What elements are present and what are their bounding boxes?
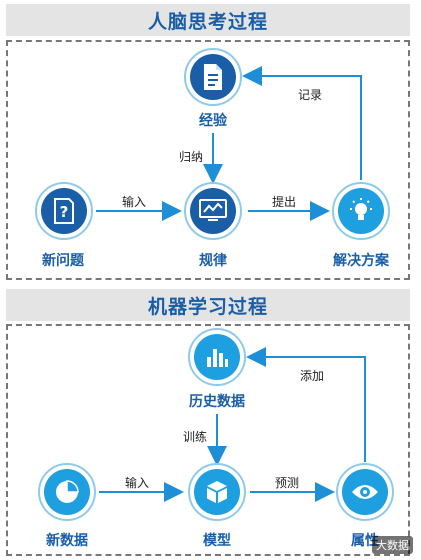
attribute-node — [336, 463, 394, 521]
arrow-attribute-to-history — [246, 347, 366, 462]
monitor-chart-icon — [199, 199, 227, 221]
svg-text:?: ? — [60, 203, 69, 221]
edge-label-input: 输入 — [122, 195, 147, 209]
edge-label-add: 添加 — [300, 369, 325, 383]
history-node — [188, 328, 246, 386]
question-document-icon: ? — [54, 198, 74, 224]
rule-node — [184, 182, 242, 240]
edge-label-propose: 提出 — [272, 195, 297, 209]
solution-label: 解决方案 — [333, 253, 389, 269]
pie-chart-icon — [56, 480, 79, 503]
bar-chart-icon — [207, 349, 228, 367]
eye-icon — [352, 485, 378, 499]
model-label: 模型 — [203, 533, 231, 549]
watermark: 大数据 — [372, 536, 413, 554]
document-icon — [204, 64, 222, 90]
new-data-node — [38, 463, 96, 521]
panel-machine — [6, 324, 410, 556]
experience-label: 经验 — [199, 113, 227, 129]
edge-label-predict: 预测 — [275, 476, 300, 490]
new-problem-label: 新问题 — [42, 253, 84, 269]
rule-label: 规律 — [199, 253, 227, 269]
edge-label-train: 训练 — [183, 430, 208, 444]
new-data-label: 新数据 — [46, 533, 88, 549]
edge-label-record: 记录 — [298, 88, 323, 102]
panel-title-human: 人脑思考过程 — [6, 4, 410, 36]
new-problem-node: ? — [35, 182, 93, 240]
edge-label-induce: 归纳 — [179, 150, 204, 164]
experience-node — [184, 48, 242, 106]
panel-human — [6, 40, 410, 280]
panel-title-machine: 机器学习过程 — [6, 289, 410, 321]
model-node — [188, 463, 246, 521]
history-label: 历史数据 — [189, 394, 245, 410]
cube-icon — [207, 481, 227, 503]
edge-label-input-ml: 输入 — [125, 476, 150, 490]
solution-node — [332, 182, 390, 240]
arrow-solution-to-experience — [242, 66, 362, 180]
lightbulb-icon — [350, 198, 372, 220]
